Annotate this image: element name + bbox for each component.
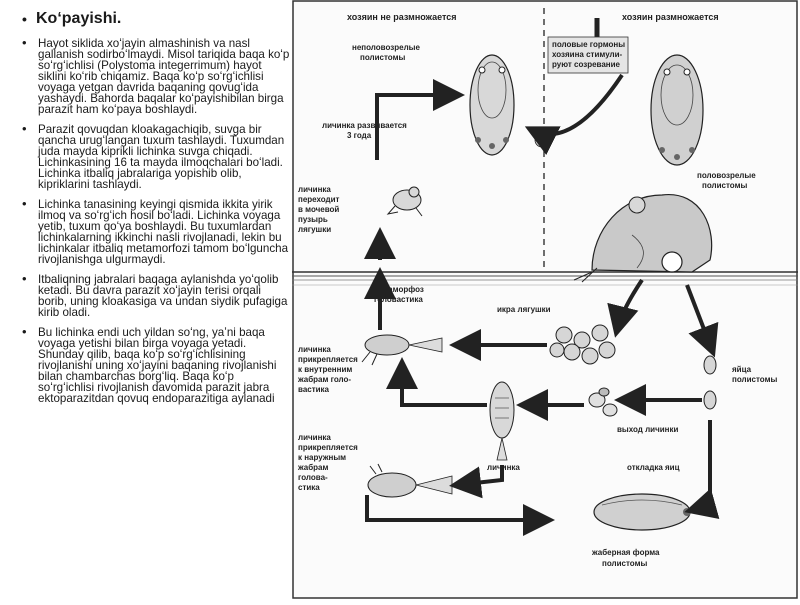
hatching-larva-illustration [588,387,618,417]
bullet-item: • Itbaliqning jabralari baqaga aylanishda… [22,271,290,319]
slide-title-row: • Koʻpayishi. [22,10,290,28]
adult-frog-illustration [573,194,713,283]
label-larva-to-bladder: личинка переходит в мочевой пузырь лягуш… [298,185,342,234]
tadpole-internal-gills-illustration [489,381,515,461]
life-cycle-diagram: хозяин не размножается хозяин размножает… [292,0,798,600]
polystoma-eggs-illustration [703,355,717,410]
arrow-to-polystoma-eggs [685,284,719,358]
bullet-text: Itbaliqning jabralari baqaga aylanishda … [38,273,288,319]
label-larva-hatch: выход личинки [617,425,678,434]
arrow-hormone-loop [524,73,624,156]
label-gill-form: жаберная форма полистомы [591,548,662,568]
label-frog-eggs: икра лягушки [497,305,551,314]
label-larva-external-gills: личинка прикрепляется к наружным жабрам … [297,433,360,492]
bullet-item: • Parazit qovuqdan kloakagachiqib, suvga … [22,121,290,191]
bullet-dot: • [22,196,27,211]
text-column: • Koʻpayishi. • Hayot siklida xoʻjayin a… [22,10,290,413]
label-larva-internal-gills: личинка прикрепляется к внутренним жабра… [297,345,360,394]
arrow-to-gill-form [365,495,555,536]
gill-form-polystoma-illustration [593,493,691,531]
life-cycle-svg: хозяин не размножается хозяин размножает… [292,0,798,599]
label-polystoma-eggs: яйца полистомы [732,365,777,384]
bullet-item: • Bu lichinka endi uch yildan soʻng, yaʼn… [22,324,290,405]
label-egg-laying: откладка яиц [627,463,680,472]
label-larva-3years: личинка развивается 3 года [322,121,409,140]
bullet-dot: • [22,324,27,339]
tadpole-external-gills-illustration [367,463,453,498]
arrow-to-immature [375,79,465,160]
bullet-dot: • [22,271,27,286]
bullet-text: Parazit qovuqdan kloakagachiqib, suvga b… [38,123,285,191]
label-mature-polystoma: половозрелые полистомы [697,171,758,190]
frog-eggs-illustration [549,324,616,365]
bullet-text: Lichinka tanasining keyingi qismida ikki… [38,198,289,266]
young-frog-illustration [386,186,423,217]
arrow-egg-laying [684,420,720,519]
bullet-item: • Lichinka tanasining keyingi qismida ik… [22,196,290,266]
label-immature-polystoma: неполовозрелые полистомы [352,43,422,62]
bullet-dot: • [22,35,27,50]
arrow-internal-gills [386,357,487,407]
cycle-arrows [364,73,720,536]
arrow-external-gills [449,465,504,499]
label-host-not-breeding: хозяин не размножается [347,12,457,22]
arrow-frog-to-eggs [607,278,644,338]
bullet-text: Bu lichinka endi uch yildan soʻng, yaʼni… [38,326,277,405]
label-sex-hormones: половые гормоны хозяина стимули- руют со… [547,36,629,74]
title-bullet: • [22,11,27,27]
label-host-breeding: хозяин размножается [622,12,719,22]
slide-title: Koʻpayishi. [36,10,122,27]
mature-polystoma-illustration [650,54,704,166]
bullet-list: • Hayot siklida xoʻjayin almashinish va … [22,35,290,405]
label-metamorphosis: метаморфоз головастика [374,285,426,304]
bullet-dot: • [22,121,27,136]
bullet-item: • Hayot siklida xoʻjayin almashinish va … [22,35,290,116]
svg-text:половые гормоны хозяина: половые гормоны хозяина стимули- руют со… [552,40,627,69]
tadpole-metamorphosis-illustration [361,334,443,366]
bullet-text: Hayot siklida xoʻjayin almashinish va na… [38,37,290,116]
